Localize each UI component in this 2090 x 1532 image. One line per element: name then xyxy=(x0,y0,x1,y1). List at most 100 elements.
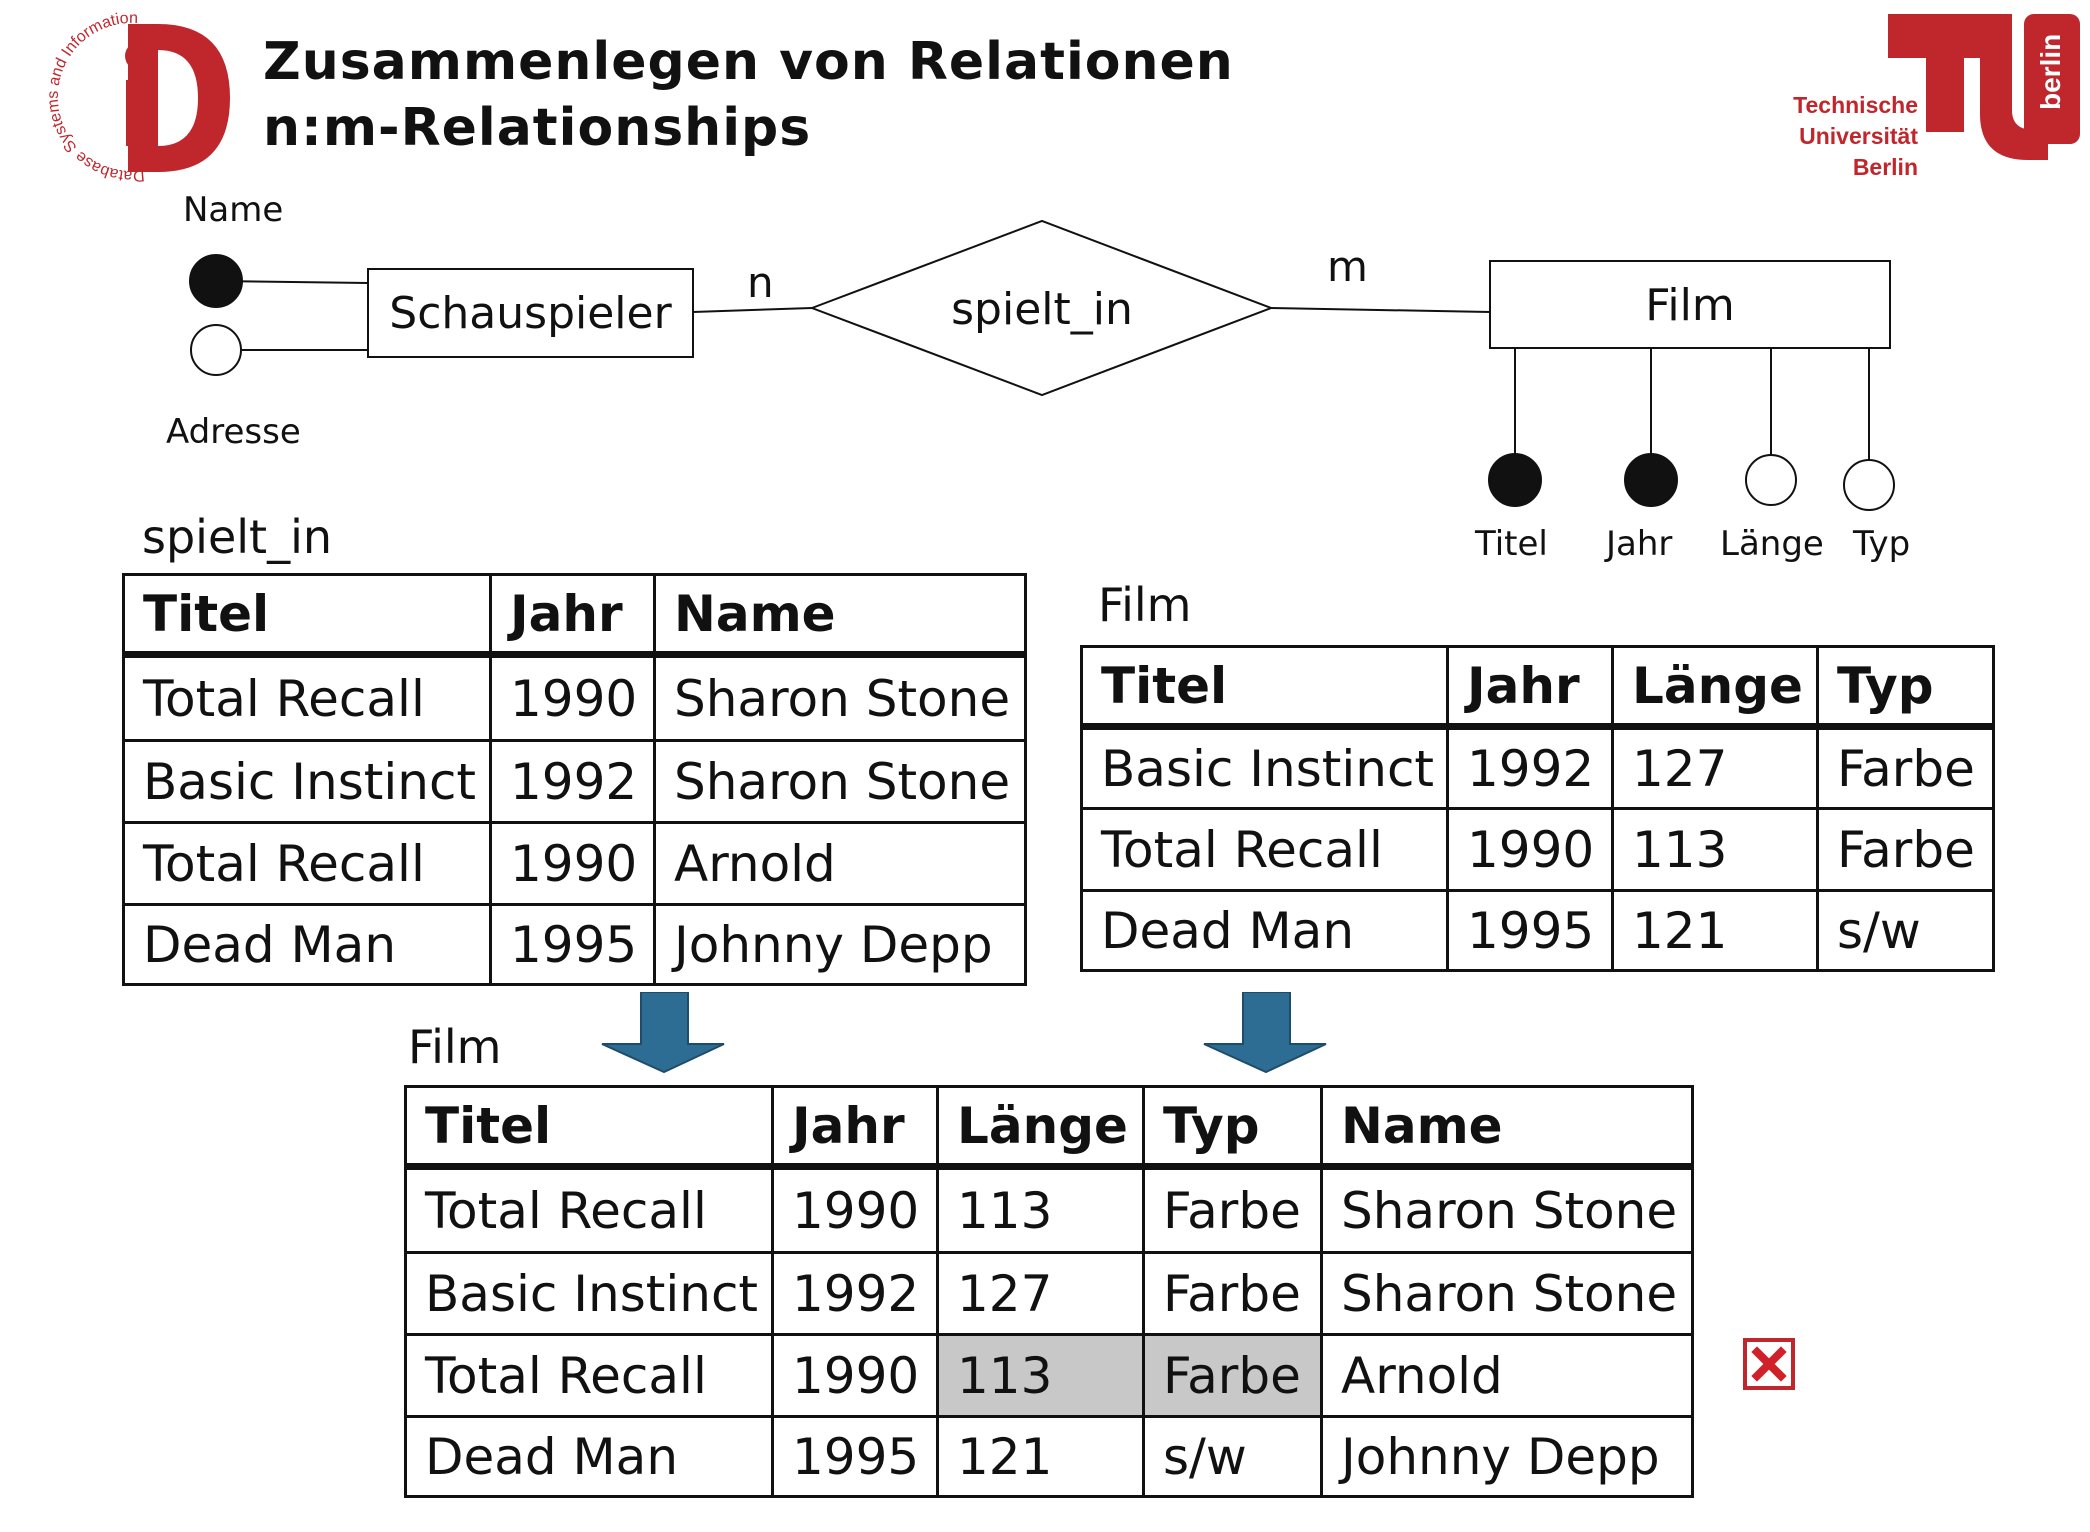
cell: 1995 xyxy=(489,903,656,985)
table-row: Dead Man 1995 Johnny Depp xyxy=(122,903,1027,985)
col-header: Länge xyxy=(936,1086,1145,1170)
cell: 1995 xyxy=(1446,889,1614,971)
attr-laenge-dot xyxy=(1745,454,1797,506)
table-row: Basic Instinct 1992 127 Farbe xyxy=(1080,726,1995,809)
attr-adresse-dot xyxy=(190,324,242,376)
cell: Basic Instinct xyxy=(404,1251,774,1335)
col-header: Name xyxy=(653,574,1027,658)
col-header: Jahr xyxy=(771,1086,939,1170)
entity-schauspieler-label: Schauspieler xyxy=(389,288,672,339)
col-header: Jahr xyxy=(1446,646,1614,730)
col-header: Name xyxy=(1320,1086,1694,1170)
cell: Total Recall xyxy=(1080,807,1449,891)
cell: 1992 xyxy=(489,739,656,823)
cell: Arnold xyxy=(1320,1333,1694,1417)
table-row: Dead Man 1995 121 s/w Johnny Depp xyxy=(404,1415,1694,1497)
entity-film-label: Film xyxy=(1645,280,1735,331)
attr-label-jahr: Jahr xyxy=(1606,524,1673,564)
cell: Total Recall xyxy=(122,821,492,905)
cardinality-m: m xyxy=(1327,242,1368,291)
cell: Basic Instinct xyxy=(1080,726,1449,809)
col-header: Jahr xyxy=(489,574,656,658)
cell: Johnny Depp xyxy=(653,903,1027,985)
cell: Johnny Depp xyxy=(1320,1415,1694,1497)
cell: 113 xyxy=(936,1166,1145,1253)
caption-spielt-in: spielt_in xyxy=(142,510,332,564)
arrow-down-icon xyxy=(601,992,725,1074)
col-header: Typ xyxy=(1816,646,1995,730)
col-header: Titel xyxy=(404,1086,774,1170)
cell: Sharon Stone xyxy=(653,739,1027,823)
cell: Total Recall xyxy=(404,1333,774,1417)
table-spielt-in: Titel Jahr Name Total Recall 1990 Sharon… xyxy=(122,573,1027,986)
tu-line-1: Technische xyxy=(1793,92,1918,118)
tu-badge-text: berlin xyxy=(2035,34,2066,110)
table-row: Total Recall 1990 113 Farbe Arnold xyxy=(404,1333,1694,1417)
cell: 1992 xyxy=(771,1251,939,1335)
cell: Sharon Stone xyxy=(1320,1166,1694,1253)
cell: Basic Instinct xyxy=(122,739,492,823)
entity-schauspieler-box xyxy=(367,268,694,358)
table-row: Basic Instinct 1992 Sharon Stone xyxy=(122,739,1027,823)
cell: 1990 xyxy=(771,1333,939,1417)
cell: Farbe xyxy=(1816,807,1995,891)
attr-jahr-key-dot xyxy=(1624,453,1678,507)
red-x-icon xyxy=(1743,1338,1795,1390)
cell: 1990 xyxy=(1446,807,1614,891)
attr-name-key-dot xyxy=(189,254,243,308)
cell: 127 xyxy=(1611,726,1819,809)
col-header: Titel xyxy=(122,574,492,658)
cell: Dead Man xyxy=(1080,889,1449,971)
table-row: Total Recall 1990 113 Farbe Sharon Stone xyxy=(404,1166,1694,1253)
redundant-cell: Farbe xyxy=(1142,1333,1323,1417)
attr-label-titel: Titel xyxy=(1475,524,1548,564)
cell: Farbe xyxy=(1142,1166,1323,1253)
cell: Farbe xyxy=(1142,1251,1323,1335)
cell: 113 xyxy=(1611,807,1819,891)
redundant-cell: 113 xyxy=(936,1333,1145,1417)
col-header: Länge xyxy=(1611,646,1819,730)
cell: Dead Man xyxy=(122,903,492,985)
attr-titel-key-dot xyxy=(1488,453,1542,507)
relationship-label: spielt_in xyxy=(951,284,1133,335)
attr-label-typ: Typ xyxy=(1853,524,1911,564)
cell: Sharon Stone xyxy=(653,654,1027,741)
tu-berlin-logo: berlin xyxy=(1888,14,2080,160)
col-header: Typ xyxy=(1142,1086,1323,1170)
table-row: Dead Man 1995 121 s/w xyxy=(1080,889,1995,971)
cell: Total Recall xyxy=(122,654,492,741)
cell: Farbe xyxy=(1816,726,1995,809)
cell: Arnold xyxy=(653,821,1027,905)
entity-film-box xyxy=(1489,260,1891,349)
col-header: Titel xyxy=(1080,646,1449,730)
slide-title-line-1: Zusammenlegen von Relationen xyxy=(263,32,1234,92)
cell: 121 xyxy=(1611,889,1819,971)
slide-title-line-2: n:m-Relationships xyxy=(263,98,812,158)
cell: Dead Man xyxy=(404,1415,774,1497)
cell: 1990 xyxy=(489,654,656,741)
tu-berlin-name: Technische Universität Berlin xyxy=(1780,90,1918,183)
attr-typ-dot xyxy=(1843,459,1895,511)
cell: s/w xyxy=(1142,1415,1323,1497)
caption-merged-film: Film xyxy=(408,1020,502,1074)
table-merged-film: Titel Jahr Länge Typ Name Total Recall 1… xyxy=(404,1085,1694,1498)
table-row: Total Recall 1990 113 Farbe xyxy=(1080,807,1995,891)
table-row: Basic Instinct 1992 127 Farbe Sharon Sto… xyxy=(404,1251,1694,1335)
cell: Total Recall xyxy=(404,1166,774,1253)
attr-label-laenge: Länge xyxy=(1720,524,1824,564)
cell: 121 xyxy=(936,1415,1145,1497)
cell: 1990 xyxy=(771,1166,939,1253)
cell: 1992 xyxy=(1446,726,1614,809)
cell: s/w xyxy=(1816,889,1995,971)
tu-line-3: Berlin xyxy=(1852,154,1918,180)
cell: 127 xyxy=(936,1251,1145,1335)
cell: 1990 xyxy=(489,821,656,905)
table-row: Total Recall 1990 Sharon Stone xyxy=(122,654,1027,741)
cell: Sharon Stone xyxy=(1320,1251,1694,1335)
tu-line-2: Universität xyxy=(1799,123,1918,149)
table-film: Titel Jahr Länge Typ Basic Instinct 1992… xyxy=(1080,645,1995,972)
cardinality-n: n xyxy=(747,258,774,307)
cell: 1995 xyxy=(771,1415,939,1497)
arrow-down-icon xyxy=(1203,992,1327,1074)
attr-label-name: Name xyxy=(183,190,284,230)
